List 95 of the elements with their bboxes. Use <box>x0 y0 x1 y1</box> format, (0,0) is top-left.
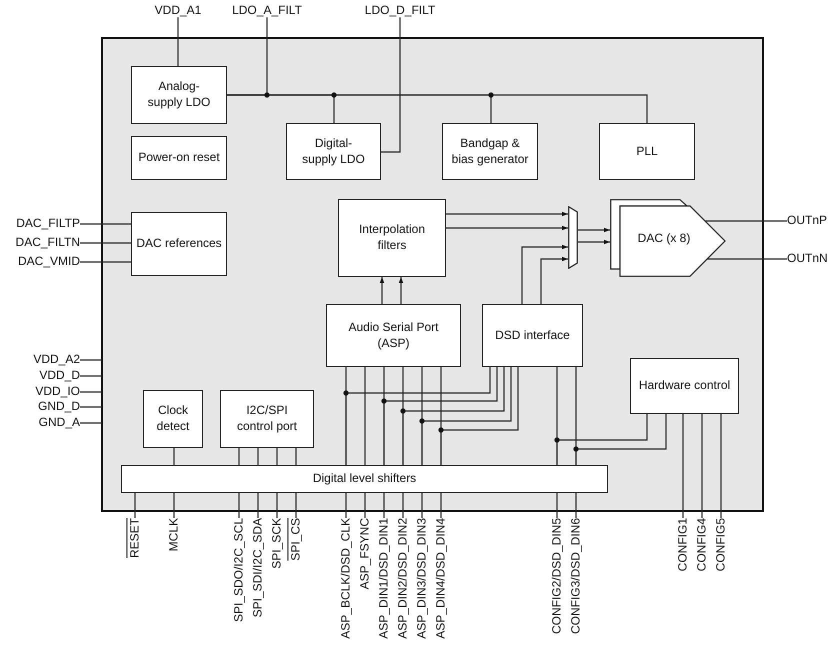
arrow <box>578 228 610 232</box>
connector-line <box>705 220 787 222</box>
pin-label: SPI_SCK <box>270 518 284 569</box>
pin-label: DAC_VMID <box>18 255 80 268</box>
function-block: DAC references <box>131 212 227 276</box>
connector-line <box>701 414 703 518</box>
connector-line <box>80 406 102 408</box>
pin-label: ASP_DIN2/DSD_DIN2 <box>396 518 410 639</box>
connector-line <box>276 493 278 518</box>
pin-label: SPI_SDI/I2C_SDA <box>251 518 265 618</box>
connector-line <box>238 493 240 518</box>
multiplexer-symbol <box>568 206 578 269</box>
arrow <box>446 226 568 230</box>
connector-line <box>257 493 259 518</box>
function-block: Clock detect <box>143 390 203 448</box>
pin-label: RESET <box>128 518 142 558</box>
arrow <box>578 240 610 244</box>
arrow <box>380 277 384 304</box>
pin-label: DAC_FILTP <box>16 217 80 230</box>
pin-label: SPI_CS <box>289 518 303 561</box>
connector-line <box>80 391 102 393</box>
pin-label: GND_D <box>38 400 80 414</box>
connector-line <box>80 223 131 225</box>
function-block: Analog- supply LDO <box>131 66 227 124</box>
pin-label: MCLK <box>167 518 181 552</box>
function-block: Hardware control <box>630 358 739 414</box>
connector-line <box>134 493 136 518</box>
connector-line <box>295 448 297 465</box>
pin-label: OUTnP <box>787 214 828 228</box>
connector-line <box>402 367 505 465</box>
connector-line <box>80 422 102 424</box>
pin-label: CONFIG4 <box>695 518 709 572</box>
pin-label: DAC_FILTN <box>16 236 80 250</box>
connector-line <box>173 448 175 465</box>
connector-line <box>80 375 102 377</box>
connector-line <box>707 258 787 260</box>
pin-label: VDD_D <box>39 369 80 382</box>
connector-line <box>80 359 102 361</box>
function-block: Digital level shifters <box>121 465 608 493</box>
pin-label: CONFIG5 <box>714 518 728 572</box>
arrow <box>521 244 568 304</box>
connector-line <box>682 414 684 518</box>
pin-label: GND_A <box>38 416 80 430</box>
connector-line <box>173 493 175 518</box>
pin-label: SPI_SDO/I2C_SCL <box>232 518 246 622</box>
function-block: DSD interface <box>482 304 583 367</box>
connector-line <box>238 448 240 465</box>
connector-line <box>720 414 722 518</box>
connector-line <box>381 17 401 153</box>
pin-label: VDD_A1 <box>154 4 202 18</box>
connector-line <box>440 493 442 518</box>
pin-label: CONFIG2/DSD_DIN5 <box>550 518 564 634</box>
connector-line <box>80 261 131 263</box>
function-block: I2C/SPI control port <box>220 390 314 448</box>
connector-line <box>345 493 347 518</box>
pin-label: LDO_A_FILT <box>232 4 302 18</box>
pin-label: ASP_FSYNC <box>358 518 372 590</box>
connector-line <box>364 367 366 465</box>
pin-label: ASP_DIN1/DSD_DIN1 <box>377 518 391 639</box>
connector-line <box>383 493 385 518</box>
connector-line <box>345 367 491 465</box>
connector-line <box>556 414 648 465</box>
function-block: Power-on reset <box>131 136 227 180</box>
pin-label: ASP_DIN4/DSD_DIN4 <box>434 518 448 639</box>
connector-line <box>80 242 131 244</box>
connector-line <box>177 17 179 66</box>
connector-line <box>575 414 667 465</box>
function-block: Interpolation filters <box>338 199 446 277</box>
pin-label: VDD_IO <box>35 385 80 398</box>
pin-label: ASP_BCLK/DSD_CLK <box>339 518 353 639</box>
connector-line <box>402 493 404 518</box>
pin-label: OUTnN <box>787 252 828 266</box>
connector-line <box>364 493 366 518</box>
connector-line <box>421 493 423 518</box>
pin-label: LDO_D_FILT <box>364 4 436 18</box>
function-block: Audio Serial Port (ASP) <box>326 304 461 367</box>
connector-line <box>295 493 297 518</box>
pin-label: ASP_DIN3/DSD_DIN3 <box>415 518 429 639</box>
connector-line <box>575 493 577 518</box>
connector-line <box>421 367 512 465</box>
arrow <box>398 277 404 304</box>
pin-label: VDD_A2 <box>33 353 80 366</box>
function-block: PLL <box>599 123 695 180</box>
arrow <box>540 256 568 304</box>
arrow <box>446 212 568 216</box>
connector-line <box>383 367 498 465</box>
connector-line <box>257 448 259 465</box>
connector-line <box>440 367 519 465</box>
connector-line <box>227 94 648 123</box>
connector-line <box>276 448 278 465</box>
function-block: Digital- supply LDO <box>286 123 381 180</box>
pin-label: CONFIG1 <box>676 518 690 572</box>
pin-label: CONFIG3/DSD_DIN6 <box>569 518 583 634</box>
function-block: Bandgap & bias generator <box>442 123 538 180</box>
connector-line <box>556 493 558 518</box>
